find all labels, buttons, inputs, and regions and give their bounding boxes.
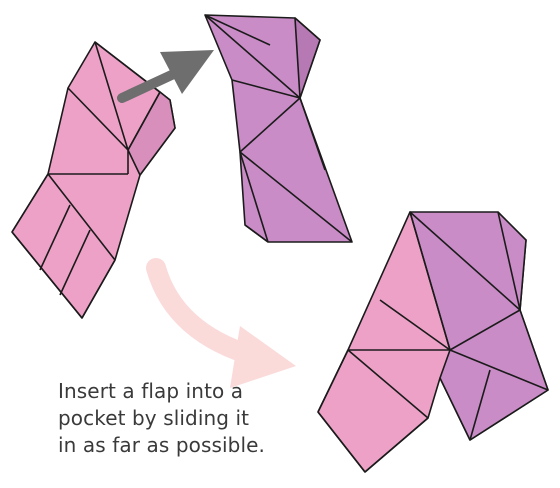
assembled-unit-pieces <box>318 212 548 472</box>
caption-line: Insert a flap into a <box>58 378 298 405</box>
caption-line: pocket by sliding it <box>58 405 298 432</box>
curved-arrow-icon <box>156 268 296 388</box>
instruction-caption: Insert a flap into a pocket by sliding i… <box>58 378 298 459</box>
caption-line: in as far as possible. <box>58 432 298 459</box>
purple-unit-piece <box>205 15 352 242</box>
